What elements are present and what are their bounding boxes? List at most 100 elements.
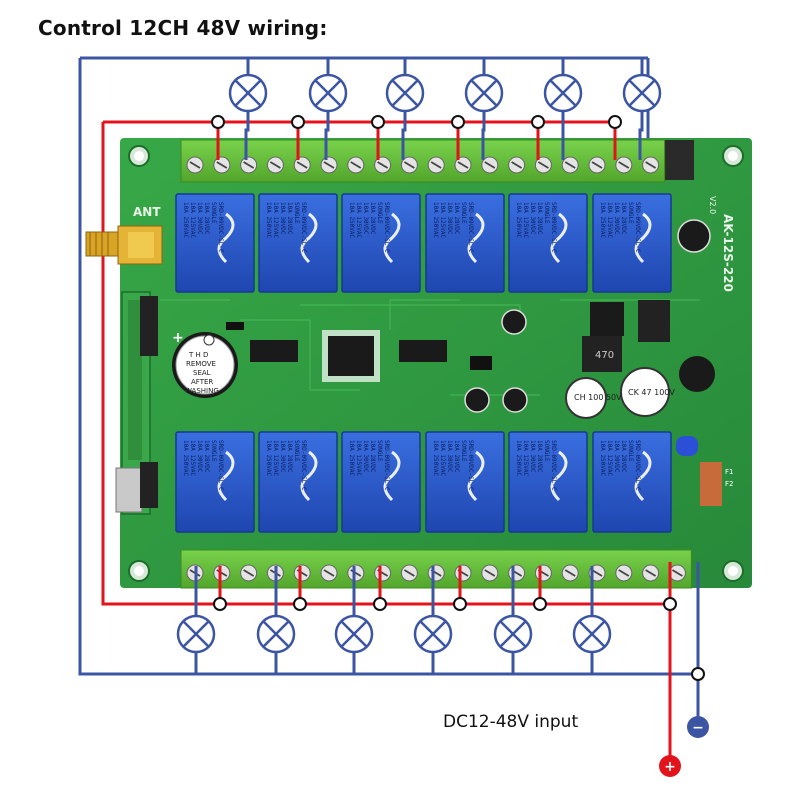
relay-text: 10A 30VDC [529,202,536,235]
relay-text: 10A 28VDC [286,440,293,473]
relay-text: 10A 28VDC [453,440,460,473]
top-lamp-6-icon [622,73,662,113]
relay-text: 10A 30VDC [362,440,369,473]
top-terminal-16 [588,156,606,174]
mounting-holes [128,145,744,582]
top-terminal-4 [266,156,284,174]
top-terminal-12 [481,156,499,174]
bottom-lamp-3-icon [334,614,374,654]
version-label: V2.0 [708,196,717,214]
top-terminal-2 [213,156,231,174]
relay-text: 10A 28VDC [203,440,210,473]
fuse-label-2: F2 [725,480,733,488]
relay-text: SRD-09VDC-SL-C [467,440,474,491]
buzzer-line-3: SEAL [193,369,211,377]
bottom-terminal-19 [668,564,686,582]
relay-text: 10A 125VAC [522,202,529,239]
relay-text: SRD-09VDC-SL-C [217,440,224,491]
antenna-connector [85,225,163,265]
buzzer: T H D REMOVE SEAL AFTER WASHING + [172,330,238,398]
relay-text: SONGLE [543,202,550,224]
relay-text: SRD-09VDC-SL-C [300,440,307,491]
diagram-title: Control 12CH 48V wiring: [38,16,328,40]
top-terminal-13 [508,156,526,174]
blue-common-wire [78,56,698,676]
relay-text: 10A 125VAC [189,202,196,239]
top-lamp-2-icon [308,73,348,113]
power-section: 470 CH 100 50V CK 47 100V F1 F2 [565,219,733,506]
relay-text: 10A 30VDC [446,440,453,473]
relay-text: SONGLE [460,440,467,462]
top-lamp-return [401,111,407,160]
relay-text: 10A 30VDC [196,440,203,473]
buzzer-line-4: AFTER [191,378,213,386]
bottom-terminal-13 [508,564,526,582]
relay-text: 10A 250VAC [348,202,355,239]
bottom-lamp-6-icon [572,614,612,654]
relay-text: 10A 250VAC [265,202,272,239]
top-lamp-5-icon [543,73,583,113]
svg-text:+: + [172,330,184,346]
top-lamp-4-icon [464,73,504,113]
relay-text: 10A 28VDC [203,202,210,235]
top-junction [291,115,305,129]
bottom-terminal-6 [320,564,338,582]
relay-text: 10A 28VDC [620,440,627,473]
relay-text: SRD-09VDC-SL-C [550,202,557,253]
top-lamp-return [481,111,486,160]
bottom-terminal-17 [615,564,633,582]
bottom-junction [453,597,467,611]
relay-text: 10A 28VDC [286,202,293,235]
capacitors-middle [464,309,528,413]
relay-text: 10A 125VAC [189,440,196,477]
top-terminal-18 [642,156,660,174]
relay-text: 10A 250VAC [348,440,355,477]
relay-text: 10A 125VAC [439,440,446,477]
top-junction [371,115,385,129]
relay-text: SRD-09VDC-SL-C [217,202,224,253]
relay-text: 10A 30VDC [613,202,620,235]
bottom-lamp-2-icon [256,614,296,654]
top-terminal-5 [293,156,311,174]
relay-text: SRD-09VDC-SL-C [300,202,307,253]
relay-text: SONGLE [210,440,217,462]
terminal-block-bottom [180,549,692,589]
buzzer-line-5: WASHING [185,387,219,395]
relay-text: SRD-09VDC-SL-C [383,202,390,253]
top-terminal-14 [534,156,552,174]
top-terminal-9 [400,156,418,174]
relay-text: SONGLE [460,202,467,224]
cap-label-2: CK 47 100V [628,388,675,397]
cap-label-1: CH 100 50V [574,393,622,402]
relay-text: SRD-09VDC-SL-C [383,440,390,491]
relay-text: 10A 125VAC [439,202,446,239]
bottom-terminal-11 [454,564,472,582]
bottom-terminal-8 [374,564,392,582]
top-junction [211,115,225,129]
buzzer-line-2: REMOVE [186,360,216,368]
positive-symbol: + [664,759,676,775]
relay-text: SONGLE [210,202,217,224]
relay-text: 10A 30VDC [279,202,286,235]
relay-text: 10A 125VAC [606,440,613,477]
relay-text: 10A 30VDC [196,202,203,235]
relay-text: 10A 28VDC [369,440,376,473]
bottom-lamp-4-icon [413,614,453,654]
top-junction [531,115,545,129]
relay-board: ANT T H D REMOVE SEAL AFTER WASHING + [85,138,752,589]
ant-label: ANT [133,205,161,219]
relay-text: 10A 250VAC [599,202,606,239]
relay-text: 10A 125VAC [272,202,279,239]
relay-text: SRD-09VDC-SL-C [550,440,557,491]
relay-text: 10A 28VDC [369,202,376,235]
